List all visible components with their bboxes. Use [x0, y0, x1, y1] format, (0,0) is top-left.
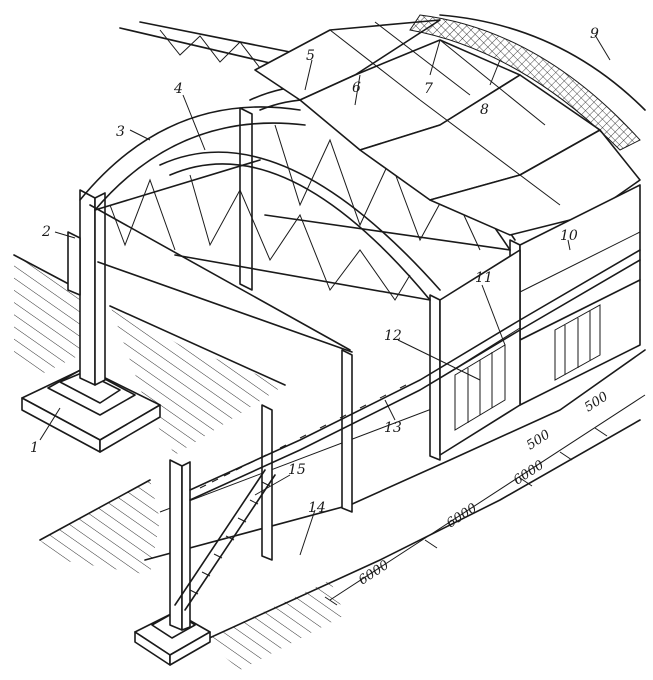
callout-12: 12	[384, 328, 402, 344]
roof-covering	[409, 14, 646, 151]
callout-1: 1	[30, 440, 39, 456]
dimension-500-b: 500	[582, 389, 611, 415]
callout-6: 6	[352, 80, 361, 96]
dimension-line	[324, 394, 646, 606]
callout-5: 5	[306, 48, 315, 64]
callout-8: 8	[480, 102, 489, 118]
ladder	[174, 469, 276, 611]
callout-14: 14	[308, 500, 326, 516]
dimension-6000-b: 6000	[444, 501, 480, 532]
wall-panels	[439, 184, 641, 456]
callout-leaders	[39, 34, 611, 556]
crane-rail	[189, 249, 641, 501]
callout-9: 9	[590, 26, 599, 42]
foundation-large	[21, 367, 161, 453]
callout-4: 4	[173, 81, 183, 97]
callout-15: 15	[288, 462, 306, 478]
dimension-500-a: 500	[524, 427, 553, 453]
callout-7: 7	[424, 81, 433, 97]
callout-labels: 1 2 3 4 5 6 7 8 9 10 11 12 13 14 15	[30, 26, 599, 516]
callout-3: 3	[116, 124, 125, 140]
callout-10: 10	[560, 228, 578, 244]
columns	[67, 107, 611, 631]
callout-2: 2	[41, 224, 51, 240]
callout-13: 13	[384, 420, 402, 436]
callout-11: 11	[475, 270, 493, 286]
window-right	[554, 304, 601, 381]
roof-panels	[254, 19, 641, 236]
window-center	[454, 344, 506, 431]
